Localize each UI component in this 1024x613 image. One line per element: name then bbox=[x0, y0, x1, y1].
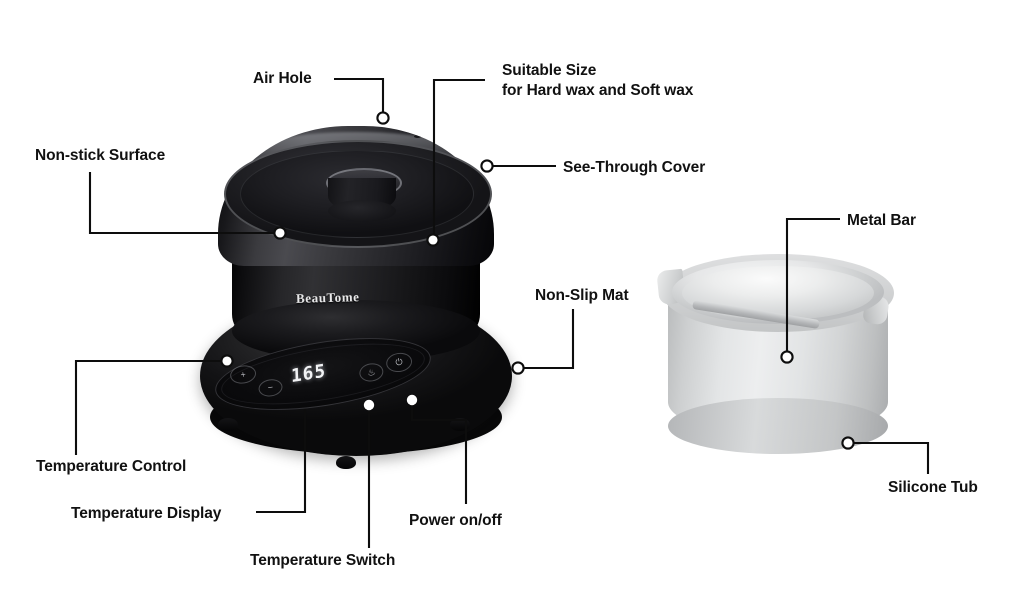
label-silicone-tub: Silicone Tub bbox=[888, 479, 978, 496]
label-temperature-control: Temperature Control bbox=[36, 458, 187, 475]
lid-knob-base bbox=[328, 200, 396, 222]
label-temperature-display: Temperature Display bbox=[71, 505, 222, 522]
wax-warmer-illustration: BeauTome + − 165 bbox=[178, 118, 530, 486]
label-suitable-size: Suitable Size for Hard wax and Soft wax bbox=[502, 62, 694, 99]
label-see-through-cover: See-Through Cover bbox=[563, 159, 706, 176]
tub-bottom bbox=[668, 398, 888, 454]
heat-icon: ♨ bbox=[366, 366, 377, 378]
minus-icon: − bbox=[267, 382, 274, 393]
silicone-tub-illustration bbox=[656, 248, 898, 456]
power-icon: ⏻ bbox=[394, 356, 404, 368]
label-power-onoff: Power on/off bbox=[409, 512, 502, 529]
air-holes bbox=[414, 127, 488, 139]
base-foot bbox=[450, 418, 470, 431]
leader-non-slip-mat bbox=[524, 309, 575, 370]
label-temperature-switch: Temperature Switch bbox=[250, 552, 396, 569]
label-metal-bar: Metal Bar bbox=[847, 212, 916, 229]
label-non-slip-mat: Non-Slip Mat bbox=[535, 287, 629, 304]
base-foot bbox=[218, 418, 238, 431]
label-air-hole: Air Hole bbox=[253, 70, 312, 87]
base-foot bbox=[336, 456, 356, 469]
plus-icon: + bbox=[239, 368, 247, 380]
brand-logo: BeauTome bbox=[295, 289, 360, 306]
label-non-stick-surface: Non-stick Surface bbox=[35, 147, 166, 164]
leader-air-hole bbox=[334, 77, 385, 112]
